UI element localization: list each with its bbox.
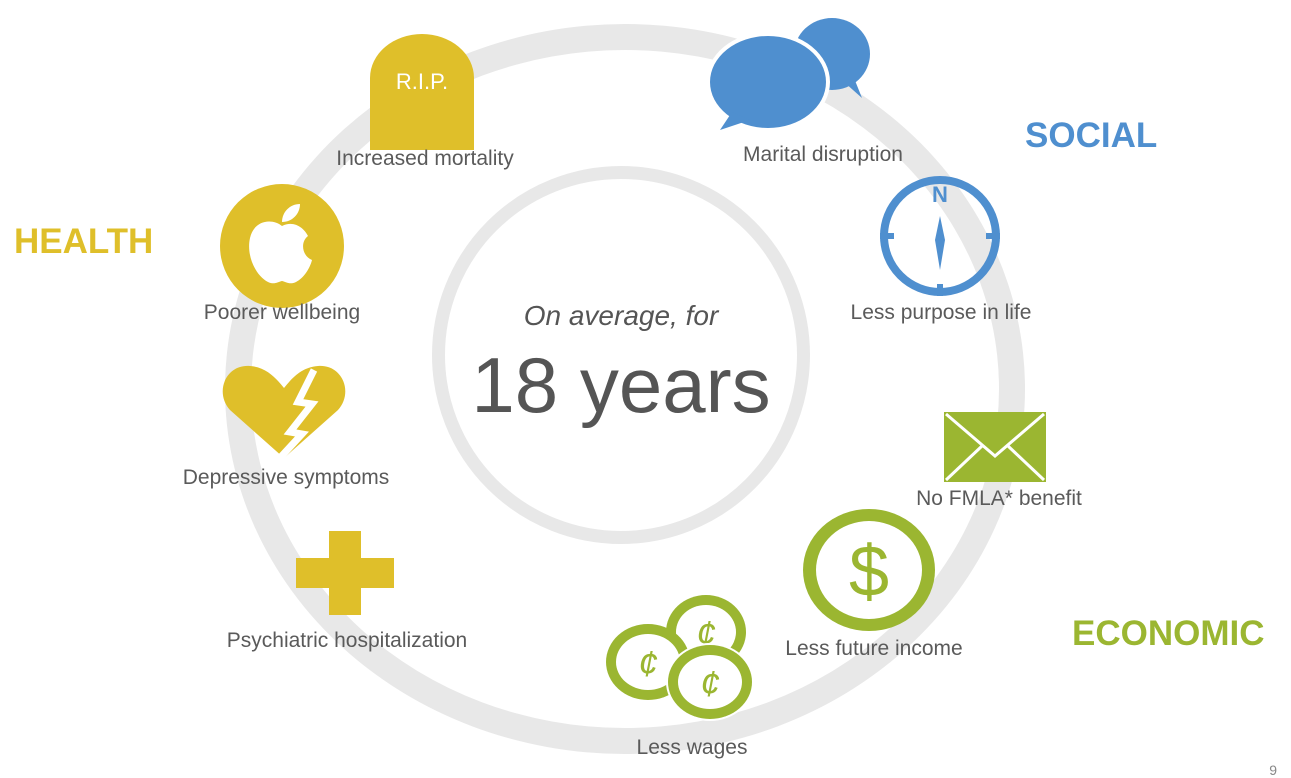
cent-coins-icon: ¢ ¢ ¢ bbox=[606, 595, 754, 721]
label-no-fmla-benefit: No FMLA* benefit bbox=[916, 487, 1082, 510]
category-social: SOCIAL bbox=[1025, 116, 1158, 155]
envelope-icon bbox=[944, 412, 1046, 482]
broken-heart-icon bbox=[222, 365, 346, 462]
label-poorer-wellbeing: Poorer wellbeing bbox=[203, 301, 361, 324]
speech-bubbles-icon bbox=[706, 18, 870, 132]
center-subtitle: On average, for bbox=[523, 300, 719, 331]
compass-north-text: N bbox=[932, 182, 948, 207]
category-economic: ECONOMIC bbox=[1072, 614, 1265, 653]
label-less-future-income: Less future income bbox=[785, 637, 963, 660]
category-health: HEALTH bbox=[14, 222, 154, 261]
svg-text:¢: ¢ bbox=[638, 643, 658, 684]
cross-icon bbox=[296, 531, 394, 615]
label-increased-mortality: Increased mortality bbox=[336, 147, 514, 170]
label-psychiatric-hospitalization: Psychiatric hospitalization bbox=[226, 629, 468, 652]
label-less-purpose: Less purpose in life bbox=[850, 301, 1032, 324]
tombstone-text: R.I.P. bbox=[396, 69, 448, 94]
center-headline: 18 years bbox=[471, 341, 771, 429]
apple-icon bbox=[220, 184, 344, 308]
compass-icon: N bbox=[880, 176, 1000, 296]
dollar-coin-icon: $ bbox=[803, 509, 935, 631]
tombstone-icon: R.I.P. bbox=[370, 34, 474, 150]
label-depressive-symptoms: Depressive symptoms bbox=[182, 466, 390, 489]
label-marital-disruption: Marital disruption bbox=[743, 143, 903, 166]
svg-text:¢: ¢ bbox=[700, 663, 720, 704]
page-number: 9 bbox=[1269, 762, 1277, 778]
label-less-wages: Less wages bbox=[636, 736, 748, 759]
cent-coin-front: ¢ bbox=[666, 643, 754, 721]
dollar-sign-text: $ bbox=[849, 532, 889, 612]
